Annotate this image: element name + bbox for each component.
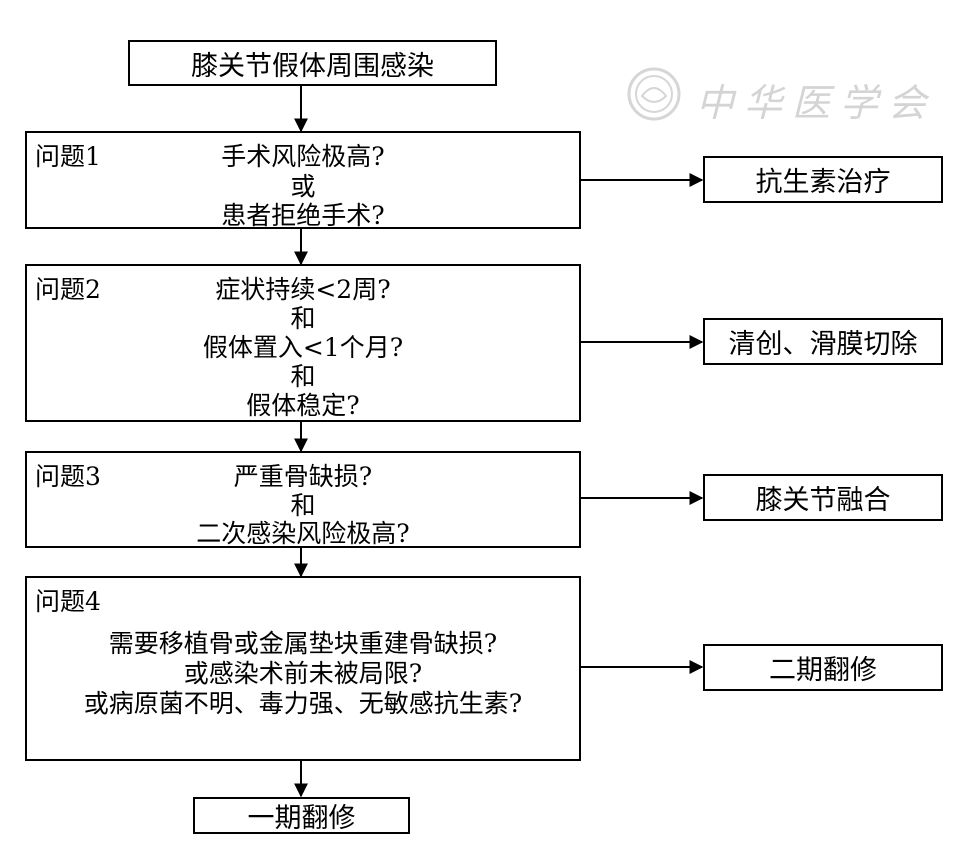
question-4-line-1: 需要移植骨或金属垫块重建骨缺损?	[108, 629, 498, 658]
outcome-arthrodesis: 膝关节融合	[703, 474, 943, 521]
seal-icon	[627, 67, 681, 121]
outcome-antibiotic-label: 抗生素治疗	[755, 167, 891, 198]
question-4-line-2: 或感染术前未被局限?	[183, 659, 423, 688]
end-node-one-stage-revision: 一期翻修	[193, 797, 410, 834]
outcome-debridement-label: 清创、滑膜切除	[728, 329, 918, 360]
question-3-line-1: 严重骨缺损?	[233, 462, 373, 491]
question-3-line-2: 和	[290, 491, 316, 520]
outcome-debridement: 清创、滑膜切除	[703, 318, 943, 365]
question-2-box: 问题2 症状持续<2周? 和 假体置入<1个月? 和 假体稳定?	[25, 264, 581, 422]
question-2-line-1: 症状持续<2周?	[215, 275, 391, 304]
watermark: 中华医学会	[626, 66, 926, 126]
watermark-text: 中华医学会	[696, 81, 937, 125]
question-1-line-1: 手术风险极高?	[221, 142, 385, 171]
outcome-antibiotic: 抗生素治疗	[703, 156, 943, 203]
end-node-label: 一期翻修	[247, 803, 356, 834]
question-4-box: 问题4 需要移植骨或金属垫块重建骨缺损? 或感染术前未被局限? 或病原菌不明、毒…	[25, 576, 581, 761]
question-2-line-2: 和	[290, 304, 316, 333]
question-2-line-5: 假体稳定?	[246, 391, 360, 420]
question-2-label: 问题2	[35, 275, 101, 304]
question-3-box: 问题3 严重骨缺损? 和 二次感染风险极高?	[25, 451, 581, 548]
start-node-label: 膝关节假体周围感染	[191, 50, 434, 82]
question-3-line-3: 二次感染风险极高?	[196, 519, 410, 548]
question-1-line-2: 或	[290, 172, 316, 201]
question-4-line-3: 或病原菌不明、毒力强、无敏感抗生素?	[83, 689, 523, 718]
question-1-label: 问题1	[35, 142, 101, 171]
question-2-line-3: 假体置入<1个月?	[202, 333, 404, 362]
outcome-two-stage-revision: 二期翻修	[703, 644, 943, 691]
question-3-label: 问题3	[35, 462, 101, 491]
question-1-line-3: 患者拒绝手术?	[221, 201, 385, 230]
question-4-label: 问题4	[35, 587, 101, 616]
outcome-two-stage-revision-label: 二期翻修	[769, 655, 877, 686]
question-1-box: 问题1 手术风险极高? 或 患者拒绝手术?	[25, 131, 581, 230]
start-node: 膝关节假体周围感染	[128, 40, 497, 86]
outcome-arthrodesis-label: 膝关节融合	[755, 485, 891, 516]
question-2-line-4: 和	[290, 362, 316, 391]
